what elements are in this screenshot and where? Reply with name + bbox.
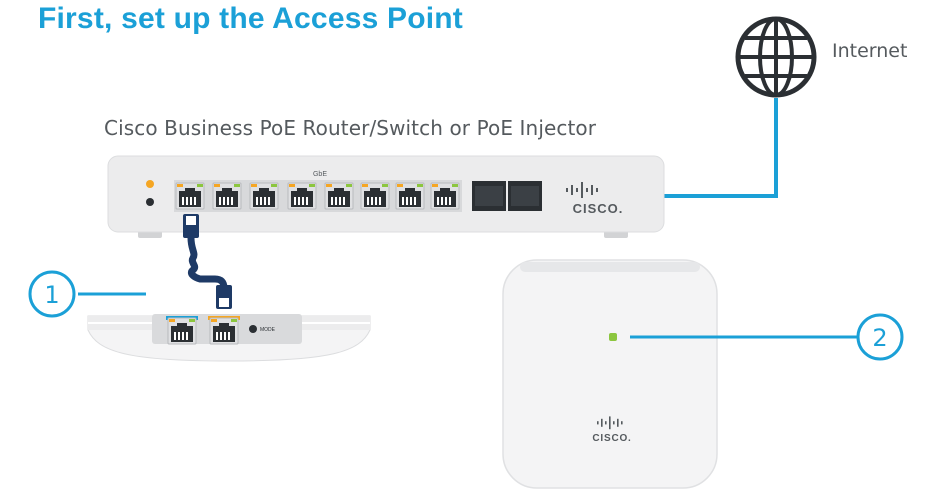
- device-caption: Cisco Business PoE Router/Switch or PoE …: [104, 116, 597, 140]
- rj45-port-5[interactable]: [324, 182, 354, 210]
- rj45-port-4[interactable]: [287, 182, 317, 210]
- status-led: [609, 333, 617, 341]
- globe-icon: [735, 16, 817, 98]
- poe-port[interactable]: [209, 317, 239, 345]
- console-port[interactable]: [167, 317, 197, 345]
- internet-label: Internet: [832, 40, 908, 62]
- rj45-port-8[interactable]: [430, 182, 460, 210]
- page-title: First, set up the Access Point: [38, 2, 463, 35]
- rj45-port-2[interactable]: [212, 182, 242, 210]
- port-group-label: GbE: [313, 171, 327, 178]
- ethernet-cable: [183, 214, 232, 309]
- status-led: [146, 198, 154, 206]
- rj45-port-6[interactable]: [360, 182, 390, 210]
- callout-2: 2: [630, 313, 904, 361]
- rj45-port-1[interactable]: [175, 182, 205, 210]
- sfp-port-2[interactable]: [508, 181, 542, 211]
- callout-2-number: 2: [872, 324, 887, 352]
- mode-label: MODE: [260, 327, 276, 333]
- switch-logo-text: CISCO.: [573, 201, 624, 216]
- callout-1-number: 1: [44, 281, 59, 309]
- power-led: [146, 180, 154, 188]
- rj45-port-3[interactable]: [249, 182, 279, 210]
- sfp-port-1[interactable]: [472, 181, 506, 211]
- rj45-port-7[interactable]: [395, 182, 425, 210]
- ap-logo-text: CISCO.: [592, 433, 631, 444]
- mode-button[interactable]: [249, 325, 257, 333]
- internet-uplink-line: [664, 98, 778, 198]
- access-point-side: CONSOLE POE MODE: [87, 314, 371, 362]
- callout-1: 1: [28, 270, 146, 318]
- poe-switch: GbE CISCO.: [107, 155, 665, 238]
- access-point-front: CISCO.: [502, 259, 718, 489]
